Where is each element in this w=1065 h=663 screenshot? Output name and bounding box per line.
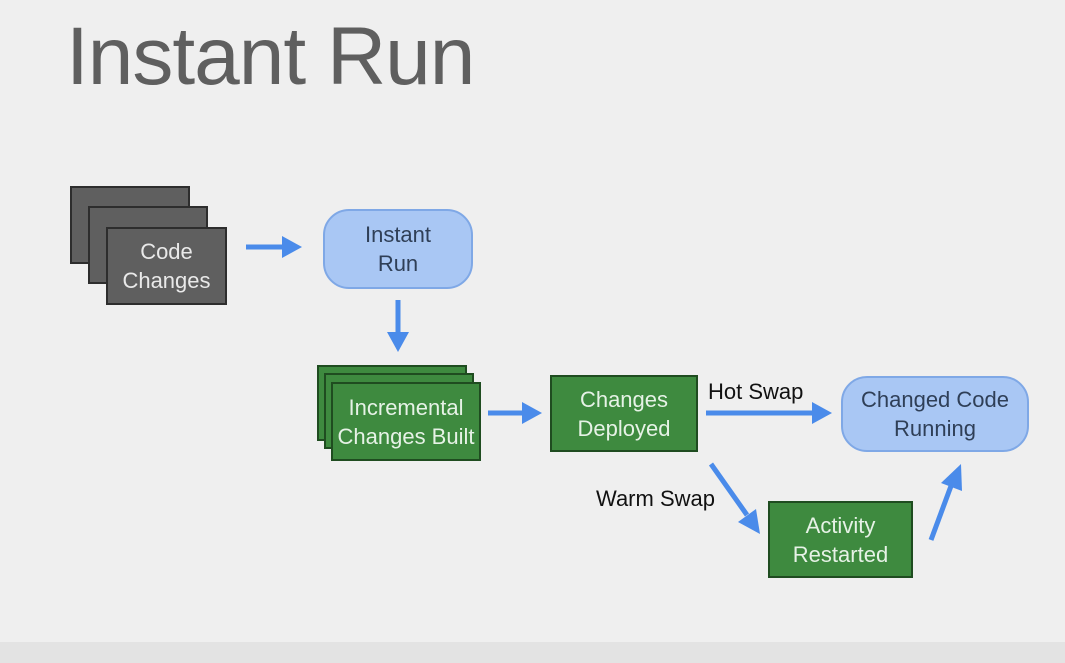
changed-code-running-node: Changed Code Running bbox=[841, 376, 1029, 452]
arrow-warm-swap bbox=[708, 462, 760, 534]
warm-swap-label: Warm Swap bbox=[596, 486, 715, 511]
hot-swap-label: Hot Swap bbox=[708, 379, 804, 404]
slide-title: Instant Run bbox=[66, 11, 475, 102]
arrow-incremental-to-deployed bbox=[488, 402, 542, 424]
changes-deployed-node: Changes Deployed bbox=[550, 375, 698, 452]
instant-run-node: Instant Run bbox=[323, 209, 473, 289]
bottom-strip bbox=[0, 642, 1065, 663]
arrow-code-to-instant-run bbox=[246, 236, 302, 258]
arrow-restart-to-running bbox=[928, 464, 962, 541]
code-changes-node: Code Changes bbox=[106, 227, 227, 305]
activity-restarted-node: Activity Restarted bbox=[768, 501, 913, 578]
arrow-instant-run-to-incremental bbox=[387, 300, 409, 352]
incremental-changes-built-node: Incremental Changes Built bbox=[331, 382, 481, 461]
arrow-hot-swap bbox=[706, 402, 832, 424]
